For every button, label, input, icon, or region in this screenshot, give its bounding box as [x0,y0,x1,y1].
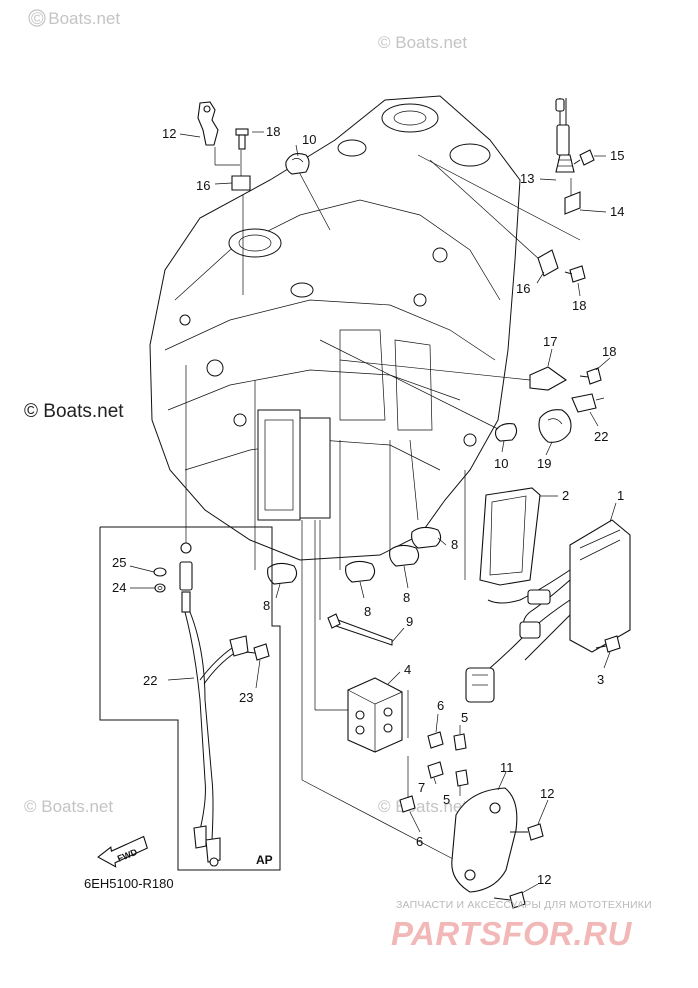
callout-25: 25 [112,555,126,570]
bolt-12-lower [493,891,526,909]
bolt-6-upper [407,690,444,749]
callout-13: 13 [520,171,534,186]
watermark-top-left: © Boats.net [28,9,120,28]
sensor-13 [555,98,575,173]
callout-2: 2 [562,488,569,503]
callout-6-upper: 6 [437,698,444,713]
bolt-3 [595,635,621,653]
callout-18-mid: 18 [602,344,616,359]
box-label: AP [256,853,273,867]
callout-8-d: 8 [451,537,458,552]
callout-6-lower: 7 [418,780,425,795]
bolt-12-upper [510,823,544,841]
watermark-top-right: © Boats.net [378,33,467,52]
callout-4: 4 [404,662,411,677]
callout-16-top: 16 [196,178,210,193]
sensor-21 [571,393,605,413]
callout-1: 1 [617,488,624,503]
callout-8-b: 8 [364,604,371,619]
washer-25 [153,567,167,577]
callout-5-lower: 5 [443,792,450,807]
callout-16-right: 16 [516,281,530,296]
diagram-code: 6EH5100-R180 [84,876,174,891]
svg-text:© Boats.net: © Boats.net [31,9,120,28]
callout-19: 19 [537,456,551,471]
leader-lines [185,154,581,861]
callouts: 12 18 10 16 13 15 14 16 18 17 18 22 19 1… [112,124,624,894]
ap-box [99,526,281,871]
callout-12-lower: 12 [537,872,551,887]
callout-23: 23 [239,690,253,705]
watermark-main: © Boats.net [24,401,124,422]
bracket-17 [529,366,568,391]
relay-4 [347,677,403,753]
bolt-15 [573,149,595,166]
callout-10-top: 10 [302,132,316,147]
callout-24: 24 [112,580,126,595]
gasket-2 [479,487,541,586]
callout-18-right: 18 [572,298,586,313]
clip-5-lower [455,769,469,787]
callout-7: 6 [416,834,423,849]
forward-arrow: FWD [97,835,148,868]
cdi-unit-1 [465,519,631,703]
cover-11 [451,787,518,893]
callout-12-upper: 12 [540,786,554,801]
bolt-23 [245,643,270,661]
callout-14: 14 [610,204,624,219]
callout-5-upper: 5 [461,710,468,725]
callout-8-a: 8 [263,598,270,613]
clamp-8-a [267,562,298,585]
callout-15: 15 [610,148,624,163]
watermark-bottom-right: © Boats.net [378,797,467,816]
callout-9: 9 [406,614,413,629]
clip-20 [197,101,219,146]
clip-5-upper [453,733,467,751]
plate-14 [564,178,581,215]
callout-10-mid: 10 [494,456,508,471]
callout-18-top: 18 [266,124,280,139]
clamp-8-d [411,526,442,549]
cable-tie-9 [327,613,393,646]
bolt-18-mid [579,367,602,385]
brand-tagline: ЗАПЧАСТИ И АКСЕССУАРЫ ДЛЯ МОТОТЕХНИКИ [396,899,652,911]
clamp-10-mid [494,423,518,442]
callout-17: 17 [543,334,557,349]
watermark-bottom-left: © Boats.net [24,797,113,816]
callout-20: 12 [162,126,176,141]
callout-8-c: 8 [403,590,410,605]
callout-21: 22 [594,429,608,444]
bolt-18-right [564,265,586,283]
clamp-10-top [285,153,310,175]
bracket-16-right [537,249,559,277]
lead-wire-22 [179,542,249,867]
clamp-8-c [389,544,420,567]
brand-logo: PARTSFOR.RU [391,915,632,952]
bracket-16-top [214,147,251,191]
clamp-8-b [345,560,376,583]
bolt-6-lower [427,761,444,779]
bolt-18-top [235,128,249,150]
washer-24 [154,583,166,593]
coupler-19 [538,409,572,443]
callout-3: 3 [597,672,604,687]
callout-22: 22 [143,673,157,688]
engine-block [149,95,521,561]
bolt-7 [399,756,416,813]
callout-11: 11 [500,760,514,775]
